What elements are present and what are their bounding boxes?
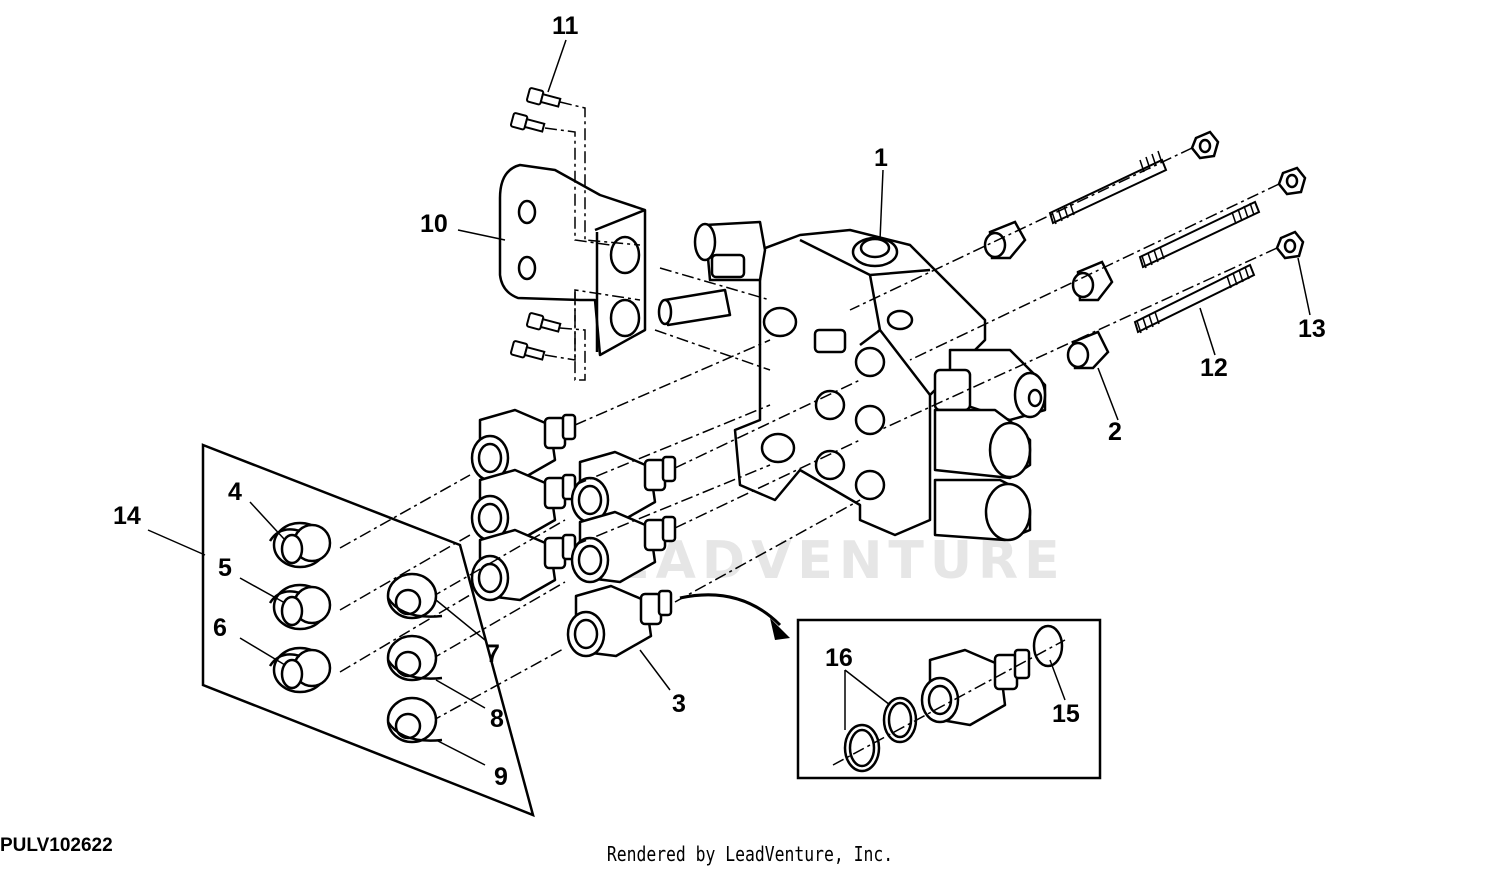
cap-kit-panel: [201, 443, 535, 818]
callout-6: 6: [213, 614, 227, 642]
callout-9: 9: [494, 763, 508, 791]
figure-id: PULV102622: [0, 835, 113, 856]
callout-8: 8: [490, 705, 504, 733]
nuts: [1190, 130, 1307, 260]
detail-axis-line: [832, 639, 1066, 766]
callout-2: 2: [1108, 418, 1122, 446]
right-solenoid: [933, 348, 1047, 422]
mounting-bracket: [498, 163, 647, 357]
callout-14: 14: [113, 502, 141, 530]
callout-5: 5: [218, 554, 232, 582]
detail-cartridge: [843, 624, 1064, 773]
spacers: [983, 220, 1114, 370]
tie-rod-alignment-lines: [654, 147, 1280, 431]
callout-1: 1: [874, 144, 888, 172]
cartridge-valves: [470, 408, 677, 658]
callout-10: 10: [420, 210, 448, 238]
callout-3: 3: [672, 690, 686, 718]
detail-arrow-head: [770, 618, 790, 640]
callout-15: 15: [1052, 700, 1080, 728]
tie-rod-threads: [1051, 150, 1255, 334]
bracket-alignment-lines: [544, 101, 641, 381]
callout-13: 13: [1298, 315, 1326, 343]
callout-12: 12: [1200, 354, 1228, 382]
tie-rods: [1048, 158, 1261, 334]
callout-11: 11: [552, 12, 579, 40]
callout-4: 4: [228, 478, 242, 506]
render-credit: Rendered by LeadVenture, Inc.: [606, 842, 894, 866]
protective-caps: [268, 521, 443, 744]
valve-cylinders: [933, 408, 1032, 542]
detail-arrow: [679, 593, 782, 627]
leader-lines: [147, 39, 1311, 766]
left-solenoid: [657, 220, 767, 327]
callout-16: 16: [825, 644, 853, 672]
bracket-bolts: [509, 87, 562, 361]
callout-7: 7: [486, 640, 500, 668]
